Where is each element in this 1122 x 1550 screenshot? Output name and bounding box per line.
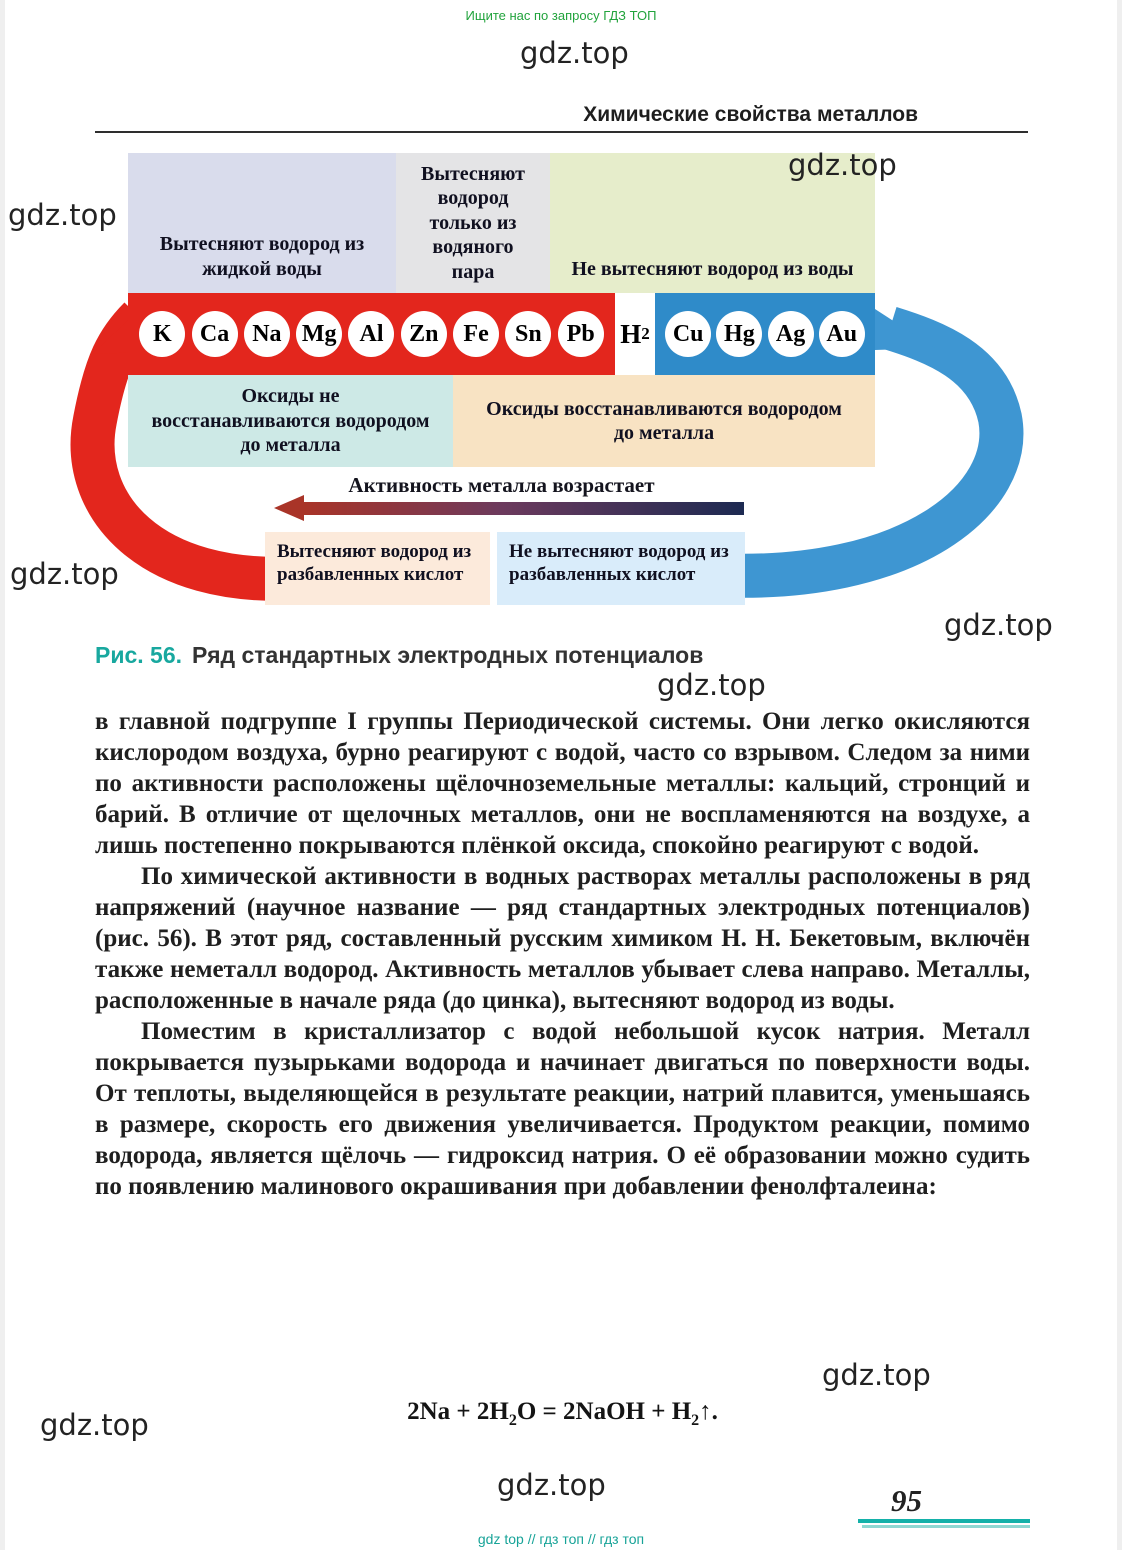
hydrogen-subscript: 2 xyxy=(641,324,650,343)
watermark: gdz.top xyxy=(944,608,1053,642)
page-header: Химические свойства металлов xyxy=(583,103,918,126)
element-circle: Au xyxy=(818,311,865,357)
box-label: Вытесняют водород из жидкой воды xyxy=(159,233,365,280)
equation-part: ↑. xyxy=(699,1398,718,1425)
activity-arrow-bar xyxy=(304,502,744,515)
element-circle: Ca xyxy=(191,311,238,357)
element-circle: Pb xyxy=(557,311,604,357)
body-paragraph: в главной подгруппе I группы Периодическ… xyxy=(95,708,1030,859)
box-label: Не вытесняют водород из воды xyxy=(571,257,854,280)
equation-part: 2Na + 2H xyxy=(407,1398,509,1425)
box-do-not-displace-hydrogen-dilute-acids: Не вытесняют водород из разбавленных кис… xyxy=(497,532,745,605)
figure-title: Ряд стандартных электродных потенциалов xyxy=(192,642,704,668)
hydrogen-letter: H xyxy=(620,318,642,349)
electrochemical-series-diagram: Вытесняют водород из жидкой воды Вытесня… xyxy=(128,153,875,605)
page-number-rule-light xyxy=(862,1525,1030,1528)
equation-subscript: 2 xyxy=(691,1412,700,1429)
header-rule xyxy=(95,131,1028,133)
element-circle: Zn xyxy=(400,311,447,357)
body-text: в главной подгруппе I группы Периодическ… xyxy=(95,706,1030,1202)
watermark: gdz.top xyxy=(520,36,629,70)
box-label: Не вытесняют водород из разбавленных кис… xyxy=(509,541,729,586)
figure-caption: Рис. 56. Ряд стандартных электродных поте… xyxy=(95,642,703,669)
page-edge-left xyxy=(0,0,5,1550)
activity-increases-label: Активность металла возрастает xyxy=(348,473,655,497)
watermark: gdz.top xyxy=(788,148,897,182)
element-circle: Hg xyxy=(716,311,763,357)
element-circle: Ag xyxy=(767,311,814,357)
watermark: gdz.top xyxy=(40,1408,149,1442)
element-circle: Al xyxy=(348,311,395,357)
box-label: Вытесняют водород из разбавленных кислот xyxy=(277,541,472,586)
element-circle: K xyxy=(139,311,186,357)
equation-subscript: 2 xyxy=(508,1412,517,1429)
body-paragraph: Поместим в кристаллизатор с водой неболь… xyxy=(95,1018,1030,1200)
body-paragraph: По химической активности в водных раство… xyxy=(95,863,1030,1014)
box-label: Оксиды восстанавливаются водородом до ме… xyxy=(486,397,842,444)
box-do-not-displace-hydrogen-water: Не вытесняют водород из воды xyxy=(550,153,875,293)
element-circle: Mg xyxy=(296,311,343,357)
watermark: gdz.top xyxy=(10,557,119,591)
watermark: gdz.top xyxy=(497,1468,606,1502)
element-circle: Cu xyxy=(665,311,712,357)
active-metals-band: K Ca Na Mg Al Zn Fe Sn Pb xyxy=(128,293,615,375)
element-circle: Sn xyxy=(505,311,552,357)
watermark: gdz.top xyxy=(822,1358,931,1392)
box-displace-hydrogen-liquid-water: Вытесняют водород из жидкой воды xyxy=(128,153,396,293)
box-label: Оксиды не восстанавливаются водородом до… xyxy=(151,385,430,457)
box-oxides-reduced: Оксиды восстанавливаются водородом до ме… xyxy=(453,375,875,467)
promo-banner: Ищите нас по запросу ГДЗ ТОП xyxy=(465,8,657,23)
chemical-equation: 2Na + 2H2O = 2NaOH + H2↑. xyxy=(95,1398,1030,1430)
footer-links[interactable]: gdz top // гдз топ // гдз топ xyxy=(477,1531,645,1547)
noble-metals-band: Cu Hg Ag Au xyxy=(655,293,875,375)
equation-part: O = 2NaOH + H xyxy=(516,1398,692,1425)
box-oxides-not-reduced: Оксиды не восстанавливаются водородом до… xyxy=(128,375,453,467)
figure-number: Рис. 56. xyxy=(95,642,183,668)
page-edge-right xyxy=(1117,0,1122,1550)
page-number-rule xyxy=(858,1519,1030,1523)
box-displace-hydrogen-steam-only: Вытесняют водород только из водяного пар… xyxy=(396,153,550,293)
element-circle: Fe xyxy=(453,311,500,357)
box-label: Вытесняют водород только из водяного пар… xyxy=(421,163,525,283)
activity-arrow-head xyxy=(274,495,304,521)
page-number: 95 xyxy=(891,1483,922,1518)
element-circle: Na xyxy=(243,311,290,357)
box-displace-hydrogen-dilute-acids: Вытесняют водород из разбавленных кислот xyxy=(265,532,490,605)
watermark: gdz.top xyxy=(657,668,766,702)
watermark: gdz.top xyxy=(8,198,117,232)
